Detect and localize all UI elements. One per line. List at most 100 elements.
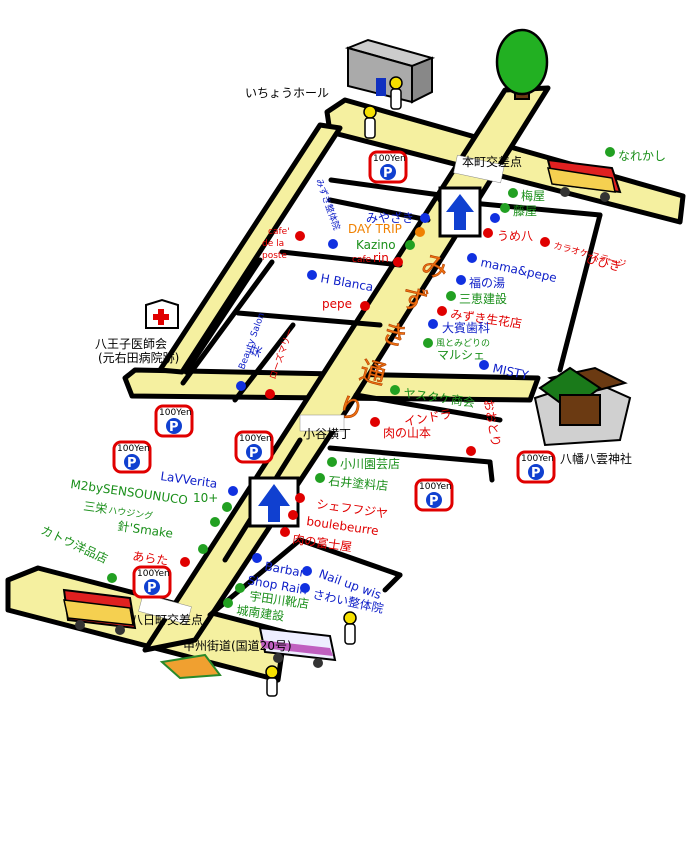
shop-label: なれかし <box>618 149 666 163</box>
shop-marker <box>393 257 403 267</box>
shop-marker <box>265 389 275 399</box>
parking-icon: 100Yen P <box>112 440 152 474</box>
shop-label: 肉の山本 <box>383 426 431 440</box>
hospital-label-2: (元右田病院跡) <box>98 350 179 365</box>
shop-label-small: cafe <box>352 255 372 265</box>
street-name-char: ず <box>398 283 431 319</box>
shop-label: Kazino <box>356 238 396 252</box>
person-icon <box>265 665 279 697</box>
shop-label: 小川園芸店 <box>340 457 400 471</box>
shop-label: 三栄 <box>83 499 109 516</box>
shop-label: ひびき <box>584 251 622 274</box>
shop-marker <box>423 338 433 348</box>
shop-marker <box>210 517 220 527</box>
parking-icon: 100Yen P <box>516 450 556 484</box>
shop-label-small: cafe' <box>268 227 290 237</box>
hospital-icon <box>145 298 179 329</box>
parking-icon: 100Yen P <box>234 430 274 464</box>
shop-label: 石井塗料店 <box>328 473 389 493</box>
bus-icon <box>62 588 137 635</box>
hall-label: いちょうホール <box>245 86 329 100</box>
bus-icon <box>546 158 622 202</box>
shop-label: 針'Smake <box>117 518 174 541</box>
shop-marker <box>420 213 430 223</box>
shop-label: 肉の富士屋 <box>292 531 354 554</box>
shop-marker <box>540 237 550 247</box>
shop-marker <box>107 573 117 583</box>
svg-text:P: P <box>249 446 259 461</box>
shop-label: pepe <box>322 297 352 311</box>
shop-marker <box>252 553 262 563</box>
shop-marker <box>327 457 337 467</box>
parking-icon: 100Yen P <box>154 404 194 438</box>
hachimachi-crossing-label: 八日町交差点 <box>131 612 203 627</box>
shop-marker <box>415 227 425 237</box>
crosswalks <box>138 154 505 625</box>
shop-label: おおとり <box>481 398 503 448</box>
shop-marker <box>280 527 290 537</box>
shop-label: Barbar <box>263 559 305 580</box>
shop-marker <box>302 566 312 576</box>
shop-label: 栞 <box>248 343 265 359</box>
svg-text:100Yen: 100Yen <box>117 444 150 454</box>
shop-marker <box>198 544 208 554</box>
shop-label: 三恵建設 <box>459 291 507 306</box>
svg-text:100Yen: 100Yen <box>419 482 452 492</box>
svg-text:100Yen: 100Yen <box>159 408 192 418</box>
parking-icon: 100Yen P <box>368 150 408 184</box>
shop-label: マルシェ <box>437 348 485 362</box>
shrine-label: 八幡八雲神社 <box>560 451 632 466</box>
sign-shape <box>159 653 222 680</box>
svg-text:P: P <box>169 420 179 435</box>
shop-marker <box>228 486 238 496</box>
shop-label-small: poste <box>262 251 287 261</box>
person-icon <box>389 76 403 110</box>
shop-marker <box>370 417 380 427</box>
building-icon <box>344 38 436 104</box>
shop-label: みやざき <box>366 210 414 225</box>
shop-marker <box>288 510 298 520</box>
shop-label: 10+ <box>193 491 218 505</box>
shop-marker <box>479 360 489 370</box>
shop-marker <box>405 240 415 250</box>
shop-marker <box>428 319 438 329</box>
shop-marker <box>300 583 310 593</box>
bus-icon <box>258 626 337 668</box>
svg-text:P: P <box>147 581 157 596</box>
hospital-label-1: 八王子医師会 <box>95 337 167 351</box>
koyayokocho-label: 小谷横丁 <box>303 427 351 441</box>
shop-label: あらた <box>132 549 170 568</box>
shop-marker <box>295 493 305 503</box>
shop-label: 大賓歯科 <box>442 320 490 335</box>
left-diagonal-road <box>157 122 343 375</box>
shop-marker <box>180 557 190 567</box>
shop-label-small: みずき整体院 <box>313 177 343 232</box>
honcho-crossing-label: 本町交差点 <box>462 154 522 169</box>
svg-text:100Yen: 100Yen <box>137 569 170 579</box>
shop-marker <box>500 203 510 213</box>
svg-text:100Yen: 100Yen <box>239 434 272 444</box>
svg-text:P: P <box>429 494 439 509</box>
shop-marker <box>235 583 245 593</box>
svg-text:100Yen: 100Yen <box>373 154 406 164</box>
shop-label: DAY TRIP <box>348 222 402 236</box>
shop-label: H Blanca <box>319 271 374 294</box>
shop-marker <box>456 275 466 285</box>
shop-label-small: ハウジング <box>108 504 154 522</box>
shop-marker <box>466 446 476 456</box>
shop-marker <box>360 301 370 311</box>
shop-marker <box>328 239 338 249</box>
shop-marker <box>508 188 518 198</box>
parking-icon: 100Yen P <box>132 565 172 599</box>
shop-marker <box>483 228 493 238</box>
koshu-kaido-label: 甲州街道(国道20号) <box>183 639 292 653</box>
arrow-up-icon <box>438 186 482 238</box>
shop-marker <box>222 502 232 512</box>
svg-text:P: P <box>531 466 541 481</box>
shop-marker <box>467 253 477 263</box>
tree-icon <box>495 28 549 100</box>
svg-text:P: P <box>383 166 393 181</box>
shop-marker <box>390 385 400 395</box>
shop-label: 梅屋 <box>521 188 545 203</box>
